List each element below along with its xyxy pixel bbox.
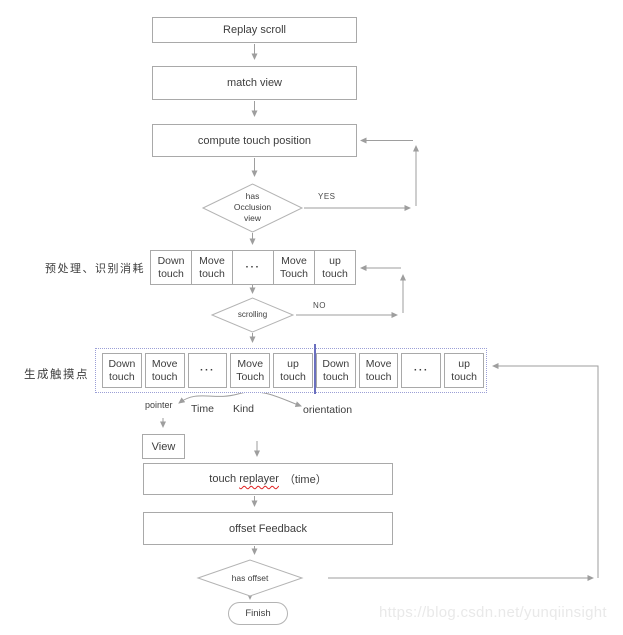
touch-cell: Move touch <box>358 353 399 388</box>
ellipsis-cell: ··· <box>401 353 442 388</box>
node-scrolling-label: scrolling <box>237 310 268 319</box>
touch-cell: up touch <box>444 353 485 388</box>
watermark: https://blog.csdn.net/yunqiinsight <box>379 604 607 621</box>
touch-cell: Down touch <box>151 251 192 284</box>
touch-cell: Move Touch <box>274 251 315 284</box>
node-view: View <box>142 434 185 459</box>
node-touch-replayer: touch replayer （time） <box>143 463 393 495</box>
orientation-label: orientation <box>303 404 353 416</box>
touch-replayer-text-post: （time） <box>283 474 327 486</box>
touch-cell: up touch <box>315 251 355 284</box>
node-match-view: match view <box>152 66 357 100</box>
touch-row-preprocess: Down touch Move touch ··· Move Touch up … <box>150 250 356 285</box>
touch-cell: Move touch <box>144 353 185 388</box>
touch-cell: Down touch <box>102 353 142 388</box>
node-finish: Finish <box>228 602 288 625</box>
node-offset-feedback: offset Feedback <box>143 512 393 545</box>
touch-row-generated: Down touch Move touch ··· Move Touch up … <box>102 353 485 388</box>
node-has-offset-label: has offset <box>231 573 269 583</box>
row2-label: 生成触摸点 <box>24 369 89 381</box>
touch-cell: Move Touch <box>230 353 271 388</box>
touch-cell: Down touch <box>315 353 356 388</box>
ellipsis-cell: ··· <box>187 353 228 388</box>
yes-label: YES <box>318 192 336 201</box>
touch-cell: Move touch <box>192 251 233 284</box>
touch-cell: up touch <box>273 353 313 388</box>
no-label: NO <box>313 301 326 310</box>
touch-replayer-misspelled-word: replayer <box>239 473 279 485</box>
offset-loop-into-row2-arrow <box>492 363 599 578</box>
row1-label: 预处理、识别消耗 <box>45 263 145 275</box>
kind-label: Kind <box>233 403 255 415</box>
node-has-occlusion-view-label: has Occlusion view <box>233 191 272 224</box>
node-compute-touch-position: compute touch position <box>152 124 357 157</box>
node-replay-scroll: Replay scroll <box>152 17 357 43</box>
ellipsis-cell: ··· <box>233 251 274 284</box>
time-label: Time <box>191 403 214 415</box>
group-divider <box>314 344 316 394</box>
pointer-label: pointer <box>145 400 173 410</box>
touch-replayer-text-pre: touch <box>209 473 237 485</box>
